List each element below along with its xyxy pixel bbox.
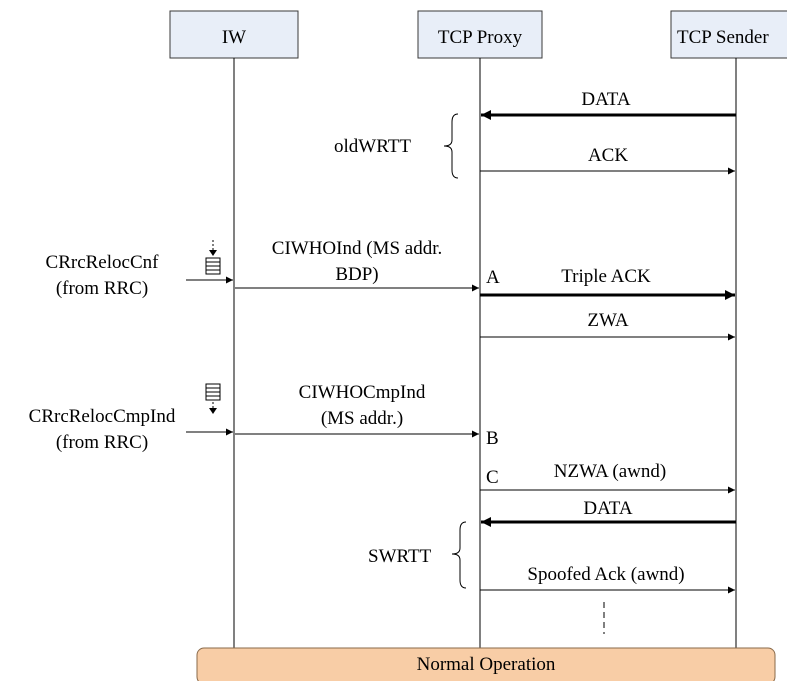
point-c-label: C <box>486 467 499 488</box>
interval-oldwrtt-brace <box>443 113 459 179</box>
message-ciwhoind-line2: BDP) <box>335 264 378 285</box>
event-reloc-cnf-label: CRrcRelocCnf <box>46 252 160 273</box>
entity-iw-box <box>169 10 299 59</box>
normal-operation-label: Normal Operation <box>417 654 556 675</box>
message-nzwa-label: NZWA (awnd) <box>554 461 666 482</box>
entity-iw-label: IW <box>222 27 246 48</box>
message-ciwhocmpind-line2: (MS addr.) <box>321 408 403 429</box>
interval-swrtt-label: SWRTT <box>368 546 432 567</box>
message-data-label: DATA <box>581 89 630 110</box>
entity-tcp-proxy-label: TCP Proxy <box>438 27 523 48</box>
message-data-2-label: DATA <box>583 498 632 519</box>
message-ack-label: ACK <box>588 145 628 166</box>
entity-tcp-proxy: TCP Proxy <box>417 10 543 59</box>
message-ciwhocmpind-line1: CIWHOCmpInd <box>299 382 426 403</box>
normal-operation-box <box>196 647 776 681</box>
entity-tcp-sender-label: TCP Sender <box>677 27 769 48</box>
entity-tcp-proxy-box <box>417 10 543 59</box>
message-ciwhoind-line1: CIWHOInd (MS addr. <box>272 238 442 259</box>
point-b-label: B <box>486 428 499 449</box>
event-reloc-cmp-label: CRrcRelocCmpInd <box>29 406 176 427</box>
event-reloc-cmp-source: (from RRC) <box>56 432 148 453</box>
interval-oldwrtt-label: oldWRTT <box>334 136 411 157</box>
interval-swrtt-brace <box>451 521 467 589</box>
entity-tcp-sender: TCP Sender <box>670 10 787 59</box>
queue-icon <box>205 240 221 275</box>
point-a-label: A <box>486 267 500 288</box>
message-spoofed-ack-label: Spoofed Ack (awnd) <box>527 564 684 585</box>
event-reloc-cnf-source: (from RRC) <box>56 278 148 299</box>
entity-iw: IW <box>169 10 299 59</box>
message-triple-ack-label: Triple ACK <box>561 266 651 287</box>
queue-icon <box>205 383 221 414</box>
message-zwa-label: ZWA <box>587 310 628 331</box>
